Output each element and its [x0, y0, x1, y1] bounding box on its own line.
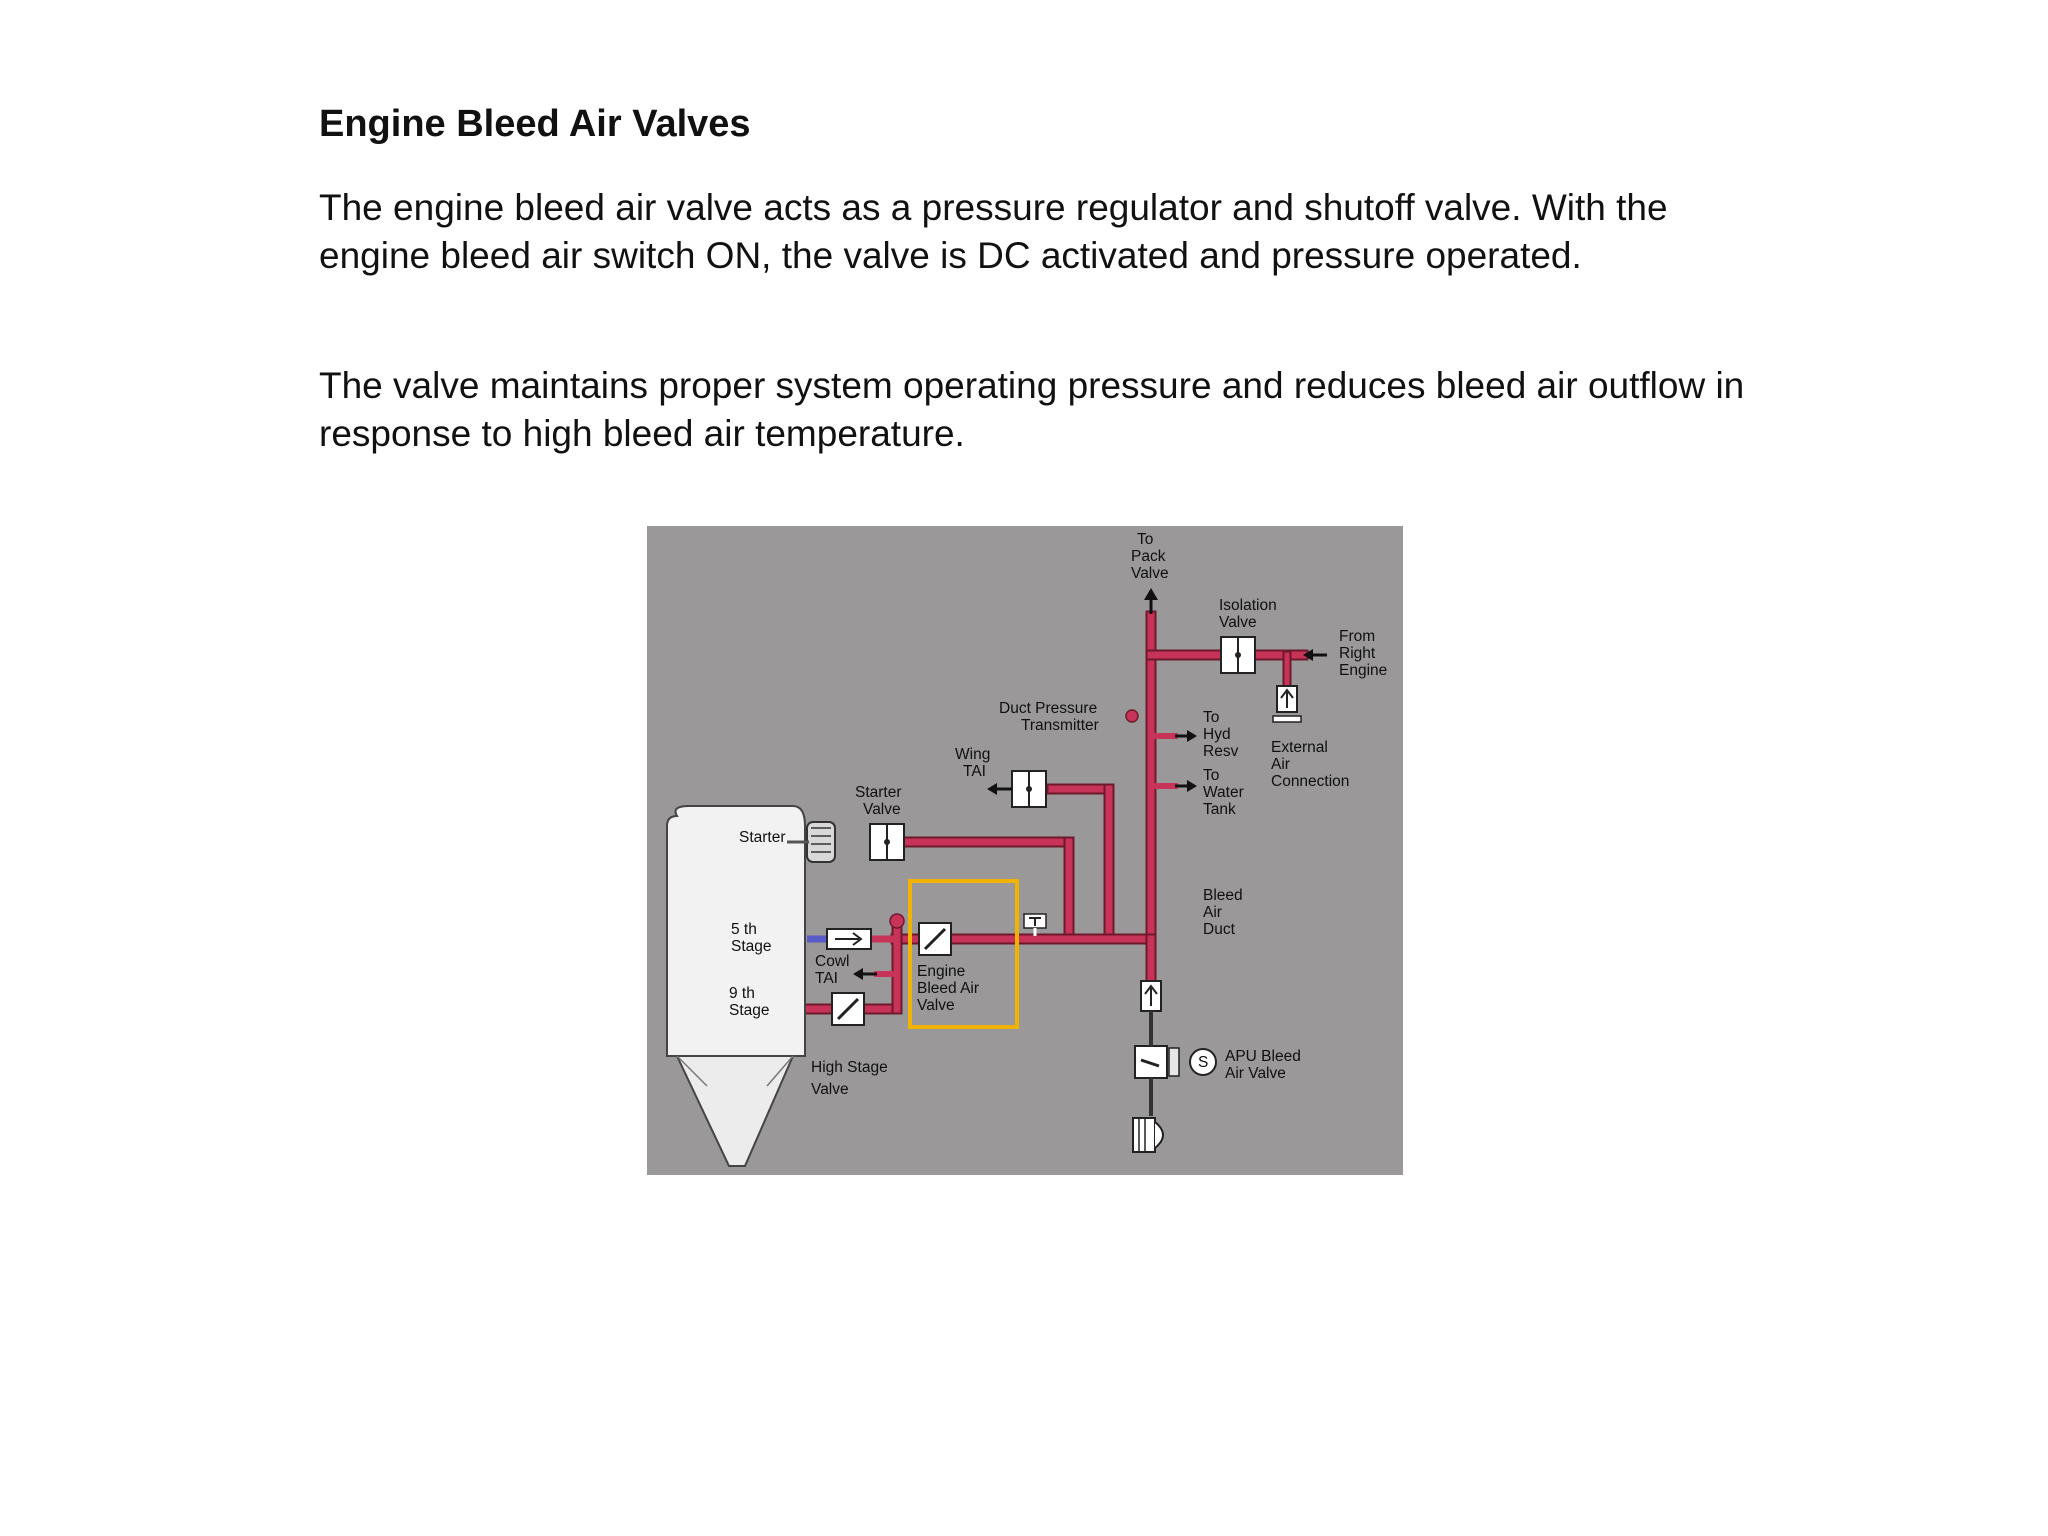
label-starter-valve: Starter Valve — [855, 784, 906, 818]
apu-check-valve-icon — [1140, 980, 1162, 1012]
apu-bleed-air-valve-icon — [1134, 1011, 1217, 1116]
external-air-connection-icon — [1272, 685, 1302, 723]
label-to-pack-valve: To Pack Valve — [1131, 531, 1170, 582]
label-wing-tai: Wing TAI — [955, 746, 995, 780]
label-fifth-stage: 5 th Stage — [731, 921, 772, 955]
engine-bleed-air-valve-icon — [918, 922, 952, 956]
starter-valve-icon — [869, 823, 905, 861]
label-to-water-tank: To Water Tank — [1203, 767, 1248, 818]
engine-body — [666, 805, 806, 1167]
fifth-stage-check-valve-icon — [826, 928, 872, 950]
duct-pressure-transmitter-icon — [1125, 709, 1139, 723]
apu-fan-icon — [1132, 1117, 1164, 1153]
high-stage-valve-icon — [831, 992, 865, 1026]
label-starter: Starter — [739, 829, 786, 846]
flow-arrows — [853, 588, 1327, 980]
paragraph-valve-regulation: The valve maintains proper system operat… — [319, 365, 1745, 454]
wing-tai-valve-icon — [1011, 770, 1047, 808]
label-high-stage-valve: High Stage Valve — [811, 1059, 892, 1098]
temperature-sensor-icon — [1023, 913, 1047, 936]
label-to-hyd-resv: To Hyd Resv — [1203, 709, 1239, 760]
label-cowl-tai: Cowl TAI — [815, 953, 854, 987]
duct-junction-icon — [889, 913, 905, 929]
slide-title: Engine Bleed Air Valves — [319, 103, 751, 145]
bleed-air-system-diagram: To Pack Valve Isolation Valve From Right… — [647, 526, 1403, 1175]
engine-bleed-air-valve-highlight — [908, 879, 1019, 1029]
paragraph-valve-function: The engine bleed air valve acts as a pre… — [319, 187, 1668, 276]
label-ninth-stage: 9 th Stage — [729, 985, 770, 1019]
label-bleed-air-duct: Bleed Air Duct — [1203, 887, 1247, 938]
label-solenoid: S — [1198, 1054, 1208, 1071]
label-engine-bleed-air-valve: Engine Bleed Air Valve — [917, 963, 983, 1014]
label-duct-pressure-transmitter: Duct Pressure Transmitter — [999, 700, 1102, 734]
starter-gear-icon — [787, 821, 836, 863]
isolation-valve-icon — [1220, 636, 1256, 674]
label-from-right-engine: From Right Engine — [1339, 628, 1387, 679]
label-external-air-connection: External Air Connection — [1271, 739, 1349, 790]
label-apu-bleed-air-valve: APU Bleed Air Valve — [1225, 1048, 1305, 1082]
label-isolation-valve: Isolation Valve — [1219, 597, 1281, 631]
